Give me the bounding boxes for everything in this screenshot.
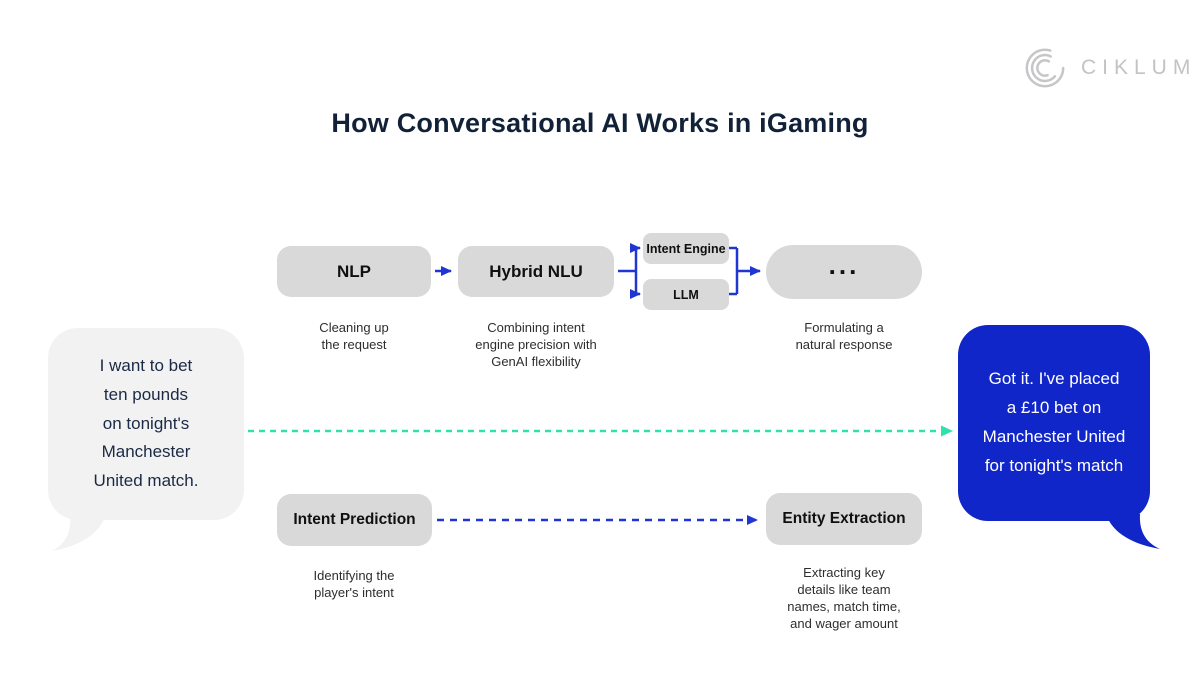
node-entity-extraction: Entity Extraction	[766, 493, 922, 545]
page-title: How Conversational AI Works in iGaming	[331, 108, 869, 138]
node-llm: LLM	[643, 279, 729, 310]
node-response-label: ...	[828, 250, 860, 280]
user-chat-text: I want to bet ten pounds on tonight's Ma…	[93, 355, 199, 491]
node-intent-prediction-label: Intent Prediction	[293, 511, 416, 528]
caption-entity-extraction: Extracting key details like team names, …	[787, 565, 901, 632]
node-response: ...	[766, 245, 922, 299]
caption-nlp: Cleaning up the request	[319, 320, 389, 353]
node-intent-engine-label: Intent Engine	[646, 241, 726, 256]
node-hybrid-nlu-label: Hybrid NLU	[489, 261, 583, 281]
bot-chat-bubble: Got it. I've placed a £10 bet on Manches…	[958, 325, 1150, 521]
node-intent-prediction: Intent Prediction	[277, 494, 432, 546]
node-nlp-label: NLP	[337, 261, 371, 281]
bot-chat-text: Got it. I've placed a £10 bet on Manches…	[982, 369, 1126, 475]
caption-response: Formulating a natural response	[795, 320, 893, 353]
user-chat-bubble: I want to bet ten pounds on tonight's Ma…	[48, 328, 244, 520]
node-hybrid-nlu: Hybrid NLU	[458, 246, 614, 297]
ciklum-logo: CIKLUM	[1022, 44, 1196, 92]
node-intent-engine: Intent Engine	[643, 233, 729, 264]
ciklum-logo-icon	[1025, 48, 1065, 88]
node-nlp: NLP	[277, 246, 431, 297]
caption-intent-prediction: Identifying the player's intent	[313, 568, 395, 601]
hybrid-branch-connector	[618, 243, 641, 299]
merge-to-response-connector	[729, 246, 761, 296]
ciklum-logo-text: CIKLUM	[1081, 56, 1197, 79]
node-entity-extraction-label: Entity Extraction	[782, 510, 906, 527]
caption-hybrid-nlu: Combining intent engine precision with G…	[475, 320, 597, 370]
node-llm-label: LLM	[673, 287, 699, 302]
